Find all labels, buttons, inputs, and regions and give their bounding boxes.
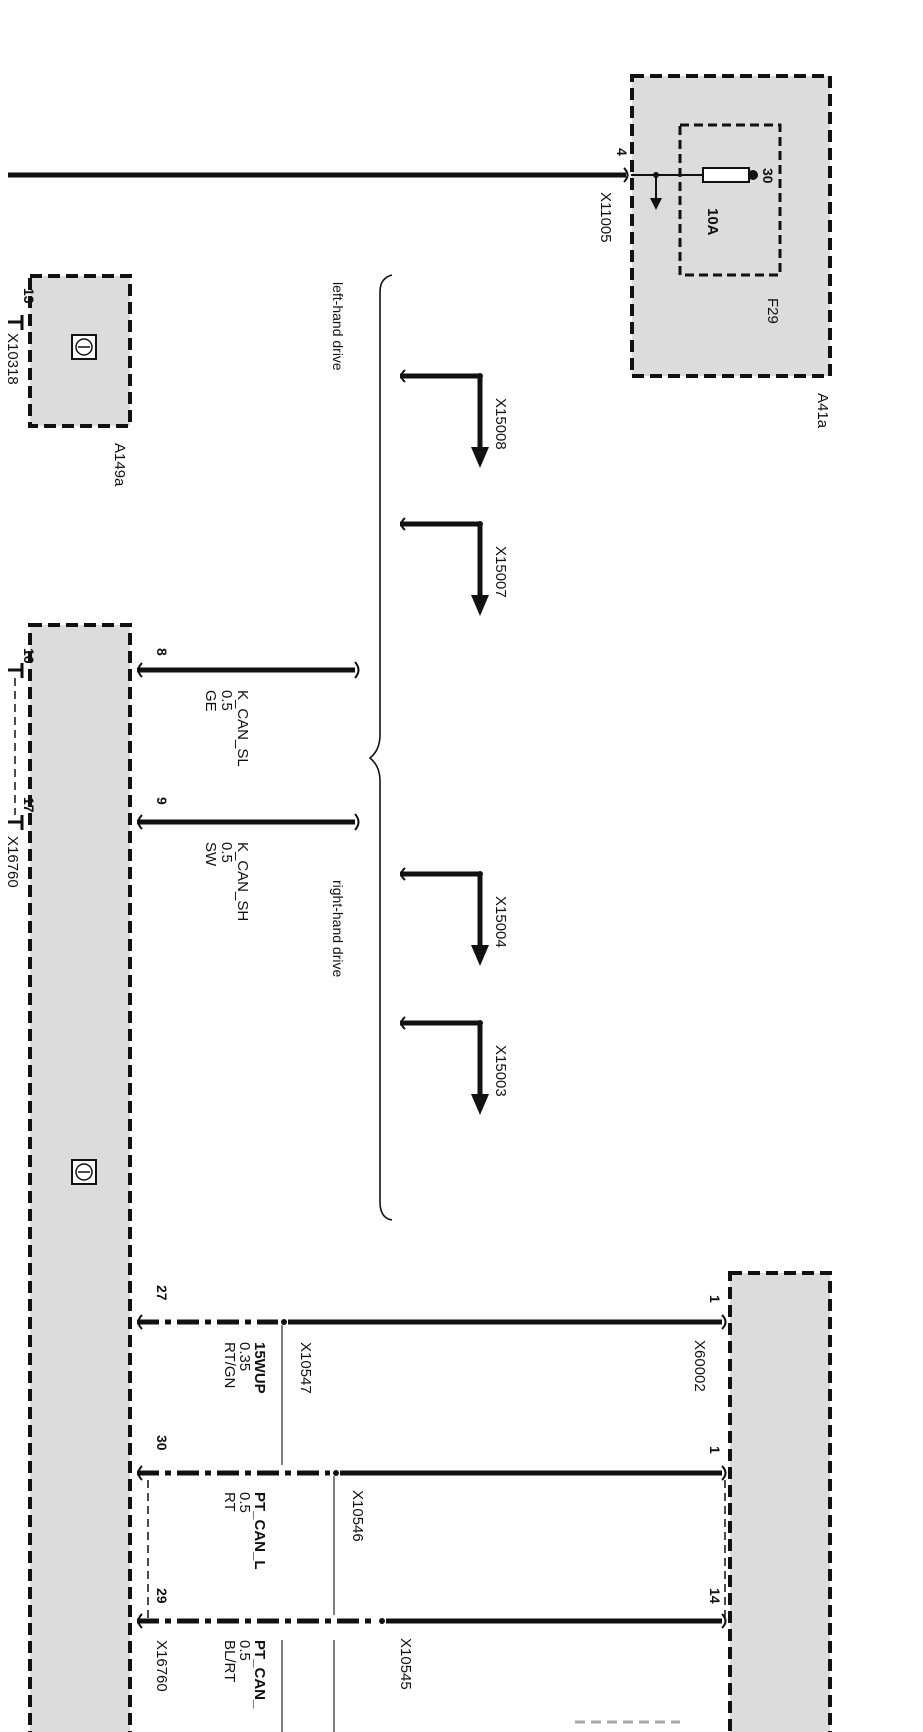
pin-27: 27: [154, 1285, 170, 1301]
15wup-signal: 15WUP: [251, 1342, 268, 1394]
pin-16-stub: [8, 663, 24, 678]
right-hand-drive-label: right-hand drive: [330, 880, 346, 977]
x10545-label: X10545: [397, 1638, 414, 1690]
x16760-top-label: X16760: [4, 836, 21, 888]
x11005-label: X11005: [597, 192, 614, 243]
a149a-pin: 13: [21, 288, 37, 304]
fuse-f29-housing: [678, 123, 782, 277]
k-can-sl-continue: [354, 661, 360, 679]
pin-17-stub: [8, 815, 24, 830]
pt-can-h-color: BL/RT: [221, 1640, 238, 1682]
pin-16: 16: [21, 648, 37, 664]
module-symbol-icon: [71, 1159, 97, 1185]
a41a-label: A41a: [814, 393, 831, 429]
k-can-sh-gauge: 0.5: [218, 842, 235, 863]
branch-x15008-label: X15008: [492, 398, 509, 450]
branch-x15007[interactable]: [400, 517, 489, 616]
pt-can-l-color: RT: [221, 1492, 238, 1512]
x60002-label: X60002: [691, 1340, 708, 1392]
down-arrow-icon: [650, 198, 662, 210]
fuse-terminal-label: 30: [760, 168, 776, 184]
a149a-label: A149a: [111, 443, 128, 487]
k-can-sh-continue: [354, 813, 360, 831]
down-arrow-icon: [471, 595, 489, 616]
pin-29: 29: [154, 1588, 170, 1604]
a149a-connector: X10318: [4, 333, 21, 385]
k-can-sh-signal: K_CAN_SH: [234, 842, 251, 921]
pin-8: 8: [154, 648, 170, 656]
x60002-pin-socket: [721, 1314, 727, 1330]
right-pin-14: 14: [707, 1588, 723, 1604]
drive-variant-brace: [368, 274, 393, 1221]
15wup-gauge: 0.35: [236, 1342, 253, 1371]
branch-x15007-label: X15007: [492, 546, 509, 598]
pt-can-l-signal: PT_CAN_L: [251, 1492, 268, 1570]
down-arrow-icon: [471, 1094, 489, 1115]
x11005-pin: 4: [614, 148, 630, 156]
fuse-name: F29: [764, 298, 781, 324]
fuse-rating: 10A: [704, 208, 721, 236]
a41a-box[interactable]: [630, 74, 832, 378]
right-pin-1b: 1: [707, 1446, 723, 1454]
k-can-sl-gauge: 0.5: [218, 690, 235, 711]
pin-30: 30: [154, 1435, 170, 1451]
left-hand-drive-label: left-hand drive: [330, 282, 346, 371]
pt-can-h-signal: PT_CAN_: [251, 1640, 268, 1709]
fuse-icon: [702, 167, 758, 183]
right-pin-1a: 1: [707, 1295, 723, 1303]
pin-9: 9: [154, 797, 170, 805]
x10546-label: X10546: [349, 1490, 366, 1542]
pt-can-l-gauge: 0.5: [236, 1492, 253, 1513]
k-can-sh-color: SW: [202, 842, 219, 867]
right-module-box[interactable]: [728, 1271, 832, 1732]
module-symbol-icon: [71, 334, 97, 360]
right-pin-14-socket: [721, 1613, 727, 1629]
right-pin-1b-socket: [721, 1465, 727, 1481]
branch-x15008[interactable]: [400, 369, 489, 468]
down-arrow-icon: [471, 447, 489, 468]
down-arrow-icon: [471, 945, 489, 966]
x11005-pin-socket: [623, 167, 629, 183]
pt-can-h-gauge: 0.5: [236, 1640, 253, 1661]
a149a-pin-stub: [8, 315, 24, 330]
x16760-label: X16760: [153, 1640, 170, 1692]
branch-x15003-label: X15003: [492, 1045, 509, 1097]
k-can-sl-color: GE: [202, 690, 219, 712]
15wup-color: RT/GN: [221, 1342, 238, 1388]
branch-x15004-label: X15004: [492, 896, 509, 948]
branch-x15004[interactable]: [400, 867, 489, 966]
x10547-label: X10547: [297, 1342, 314, 1394]
k-can-sl-signal: K_CAN_SL: [234, 690, 251, 767]
branch-x15003[interactable]: [400, 1016, 489, 1115]
pin-17: 17: [21, 797, 37, 813]
